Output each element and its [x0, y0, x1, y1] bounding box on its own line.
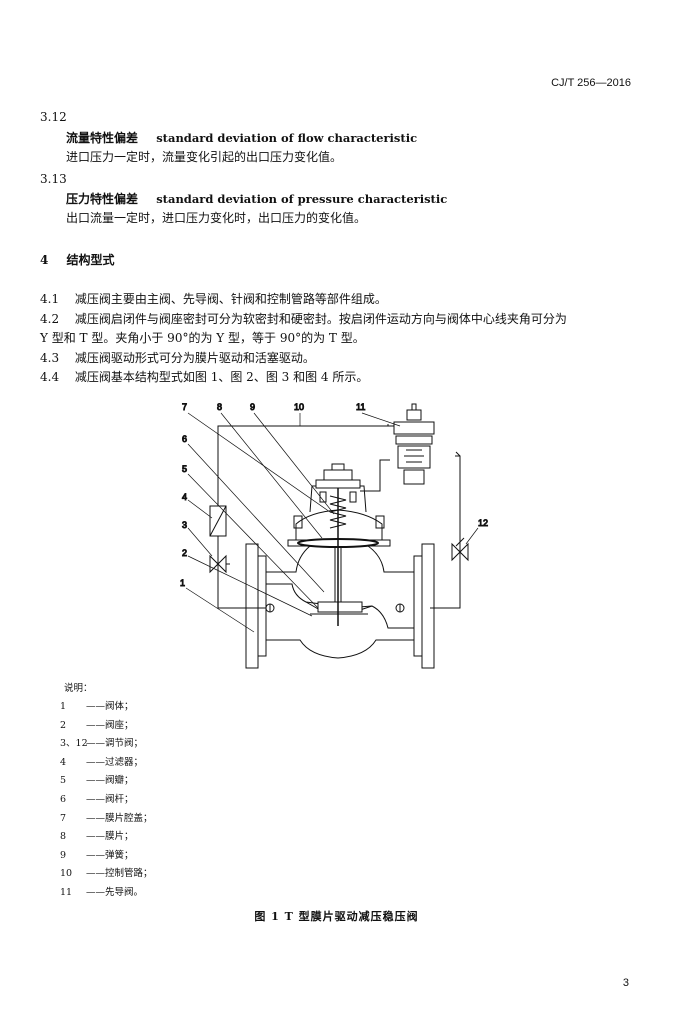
leader-lines: [185, 412, 479, 633]
callout-10: 10: [294, 402, 304, 412]
section-number-3-12: 3.12: [40, 110, 67, 124]
section-number: 4: [40, 253, 49, 267]
para-text: 减压阀主要由主阀、先导阀、针阀和控制管路等部件组成。: [74, 292, 387, 306]
term-3-12: 流量特性偏差 standard deviation of flow charac…: [66, 130, 417, 146]
pilot-valve: [393, 403, 435, 485]
legend-number: 3、12: [60, 738, 88, 750]
section-heading-4: 4 结构型式: [40, 252, 115, 268]
para-text: 减压阀基本结构型式如图 1、图 2、图 3 和图 4 所示。: [74, 370, 369, 384]
legend-row: 4 ——过滤器；: [60, 757, 143, 769]
standard-code: CJ/T 256—2016: [551, 77, 631, 89]
term-cn: 流量特性偏差: [66, 131, 139, 145]
filter-slash: [209, 505, 227, 537]
para-4-1: 4.1 减压阀主要由主阀、先导阀、针阀和控制管路等部件组成。: [40, 291, 387, 307]
definition-3-13: 出口流量一定时，进口压力变化时，出口压力的变化值。: [66, 211, 367, 225]
legend-row: 5 ——阀瓣；: [60, 775, 134, 787]
legend-row: 1 ——阀体；: [60, 701, 134, 713]
para-text: 减压阀启闭件与阀座密封可分为软密封和硬密封。按启闭件运动方向与阀体中心线夹角可分…: [74, 312, 567, 326]
legend-row: 2 ——阀座；: [60, 720, 134, 732]
callout-4: 4: [182, 492, 187, 502]
legend-number: 5: [60, 775, 67, 787]
legend-number: 8: [60, 831, 67, 843]
para-4-2-line2: Y 型和 T 型。夹角小于 90°的为 Y 型，等于 90°的为 T 型。: [40, 331, 365, 345]
legend-number: 9: [60, 849, 67, 861]
regulating-valve-12: [451, 537, 469, 562]
legend-label: ——阀体；: [86, 701, 134, 712]
legend-label: ——阀杆；: [86, 794, 134, 805]
para-number: 4.4: [40, 370, 60, 384]
legend-number: 10: [60, 868, 73, 880]
para-number: 4.1: [40, 292, 60, 306]
para-text: 减压阀驱动形式可分为膜片驱动和活塞驱动。: [74, 351, 315, 365]
page-number: 3: [622, 977, 629, 989]
term-en: standard deviation of pressure character…: [156, 192, 448, 206]
valve-diagram: 7 8 9 10 11 6 5 4 3 2 1 12: [180, 402, 489, 669]
legend-row: 10 ——控制管路；: [60, 868, 153, 880]
legend-number: 11: [60, 887, 73, 898]
legend-row: 9 ——弹簧；: [60, 850, 134, 862]
legend-number: 7: [60, 812, 67, 824]
legend-row: 3、12——调节阀；: [60, 738, 143, 750]
legend-number: 1: [60, 701, 67, 712]
control-pipe-right: [430, 455, 461, 609]
legend-label: ——调节阀；: [86, 738, 144, 750]
para-4-4: 4.4 减压阀基本结构型式如图 1、图 2、图 3 和图 4 所示。: [40, 369, 368, 385]
para-4-3: 4.3 减压阀驱动形式可分为膜片驱动和活塞驱动。: [40, 350, 315, 366]
callout-6: 6: [182, 434, 187, 444]
regulating-valve-3: [209, 536, 230, 608]
callout-2: 2: [182, 548, 187, 558]
term-en: standard deviation of flow characteristi…: [156, 131, 418, 145]
term-3-13: 压力特性偏差 standard deviation of pressure ch…: [66, 191, 447, 207]
legend-row: 7 ——膜片腔盖；: [60, 813, 153, 825]
definition-3-12: 进口压力一定时，流量变化引起的出口压力变化值。: [66, 150, 343, 164]
legend-label: ——阀座；: [86, 719, 134, 731]
legend-label: ——膜片腔盖；: [86, 812, 153, 824]
term-cn: 压力特性偏差: [66, 192, 139, 206]
legend-label: ——弹簧；: [86, 849, 134, 861]
control-pipe-pilot-to-cover: [360, 459, 390, 492]
section-number-3-13: 3.13: [40, 172, 67, 186]
legend-label: ——膜片；: [86, 831, 134, 843]
para-number: 4.2: [40, 312, 60, 326]
callout-3: 3: [182, 520, 187, 530]
section-title: 结构型式: [66, 253, 115, 267]
figure-caption: 图 1 T 型膜片驱动减压稳压阀: [254, 910, 419, 923]
legend-row: 6 ——阀杆；: [60, 794, 134, 806]
control-pipe-top: [217, 424, 389, 506]
legend-row: 8 ——膜片；: [60, 831, 134, 843]
callout-9: 9: [250, 402, 255, 412]
legend-number: 4: [60, 756, 67, 768]
callout-1: 1: [180, 578, 185, 588]
callout-7: 7: [182, 402, 187, 412]
callout-12: 12: [478, 518, 488, 528]
para-4-2: 4.2 减压阀启闭件与阀座密封可分为软密封和硬密封。按启闭件运动方向与阀体中心线…: [40, 311, 567, 327]
legend-label: ——阀瓣；: [86, 775, 134, 787]
para-number: 4.3: [40, 351, 60, 365]
legend-row: 11 ——先导阀。: [60, 887, 143, 899]
legend-label: ——先导阀。: [86, 887, 144, 898]
legend-label: ——控制管路；: [86, 868, 153, 880]
legend-label: ——过滤器；: [86, 756, 144, 768]
valve-disc: [317, 601, 363, 613]
legend-number: 2: [60, 719, 67, 731]
callout-11: 11: [356, 402, 365, 412]
callout-8: 8: [217, 402, 222, 412]
legend-number: 6: [60, 794, 67, 805]
legend-title: 说明：: [64, 683, 93, 694]
callout-5: 5: [182, 464, 187, 474]
